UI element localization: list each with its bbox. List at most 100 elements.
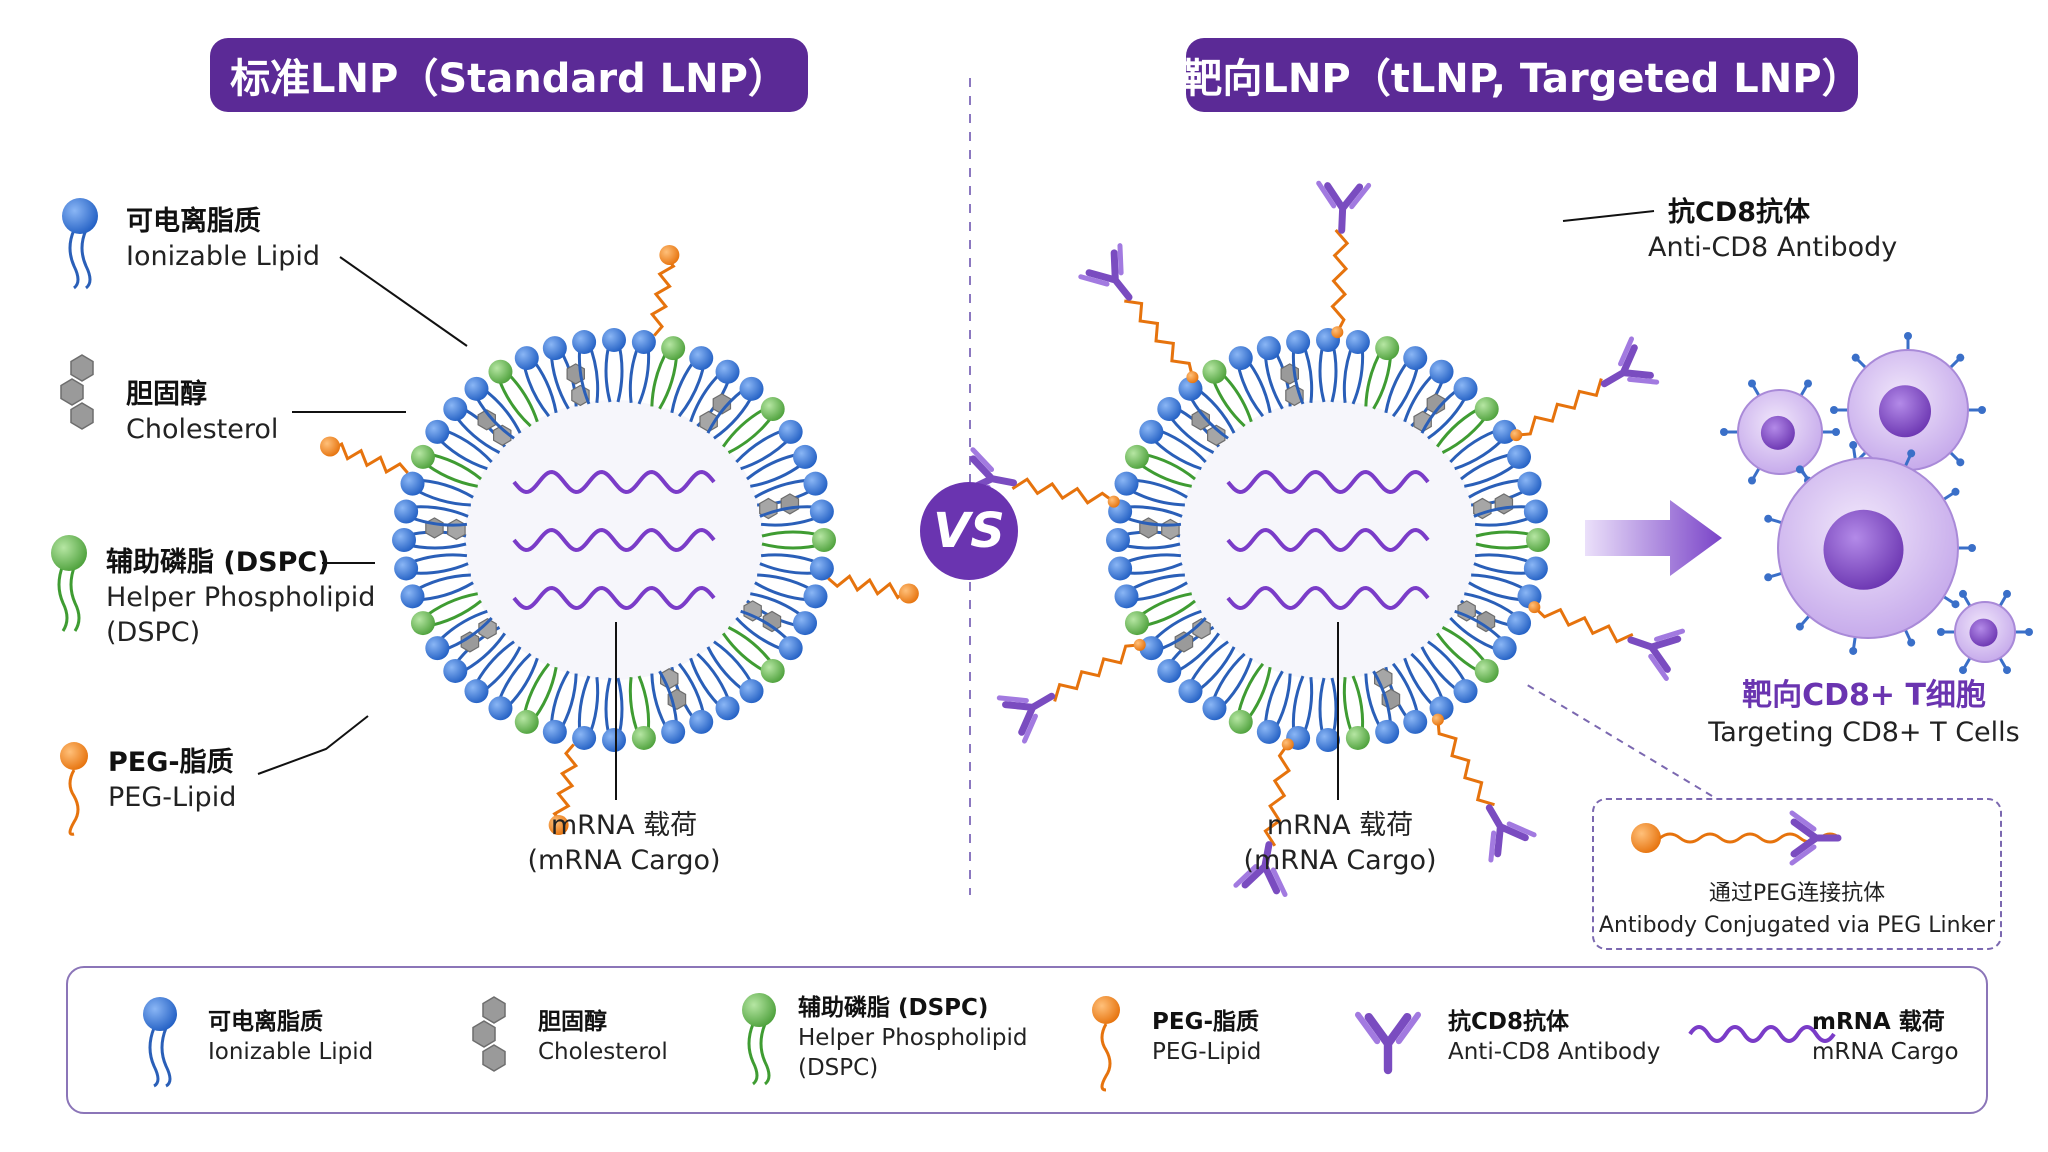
- helper-lipid-head: [1474, 397, 1499, 422]
- antibody: [1317, 183, 1369, 231]
- peg-lipid-icon: [1092, 996, 1120, 1092]
- cd8-receptor-tip: [1956, 458, 1965, 467]
- ionizable-lipid-head: [689, 709, 714, 734]
- ionizable-lipid-head: [1256, 336, 1281, 361]
- label-cholesterol: 胆固醇 Cholesterol: [126, 377, 278, 447]
- ionizable-lipid-head: [803, 584, 828, 609]
- peg-anchor: [1281, 738, 1294, 751]
- peg-chain: [552, 743, 579, 828]
- cholesterol-ring: [460, 631, 480, 653]
- mrna-strand: [1226, 586, 1430, 610]
- cholesterol-ring: [762, 610, 782, 633]
- ionizable-lipid-head: [1316, 728, 1340, 752]
- peg-chain: [1533, 606, 1634, 644]
- ionizable-lipid-head: [1345, 330, 1370, 355]
- legend-en-2: (DSPC): [798, 1054, 879, 1081]
- mrna-strand: [512, 528, 716, 552]
- ionizable-lipid-head: [689, 346, 714, 371]
- peg-lipid-head: [898, 583, 919, 604]
- helper-lipid-head: [812, 528, 836, 552]
- ionizable-lipid-head: [1403, 709, 1428, 734]
- cholesterol-ring: [743, 600, 762, 622]
- peg-lipid-head: [659, 244, 680, 265]
- cholesterol-ring: [1457, 600, 1476, 622]
- ionizable-lipid-head: [793, 444, 818, 469]
- t-cell: [1937, 589, 2033, 675]
- cd8-receptor-tip: [1951, 600, 1960, 609]
- t-cell: [1720, 379, 1840, 485]
- ionizable-lipid-head: [392, 528, 416, 552]
- cd8-receptor-tip: [1795, 465, 1804, 474]
- left-leader-lines: [257, 256, 617, 800]
- legend-en: mRNA Cargo: [1812, 1038, 1959, 1065]
- label-en: Cholesterol: [126, 414, 279, 446]
- cd8-receptor-tip: [1764, 514, 1773, 523]
- label-en: Targeting CD8+ T Cells: [1708, 717, 2020, 748]
- legend-item-helper-phospholipid: 辅助磷脂 (DSPC) Helper Phospholipid (DSPC): [798, 994, 1027, 1084]
- ionizable-lipid-head: [1403, 346, 1428, 371]
- legend-zh: 抗CD8抗体: [1448, 1009, 1569, 1035]
- cholesterol-ring: [447, 518, 466, 541]
- peg-lipid-icon-left: [60, 742, 88, 836]
- cholesterol-ring: [1191, 409, 1211, 431]
- label-zh: mRNA 载荷: [550, 810, 698, 841]
- legend-item-mrna: mRNA 载荷 mRNA Cargo: [1812, 1008, 1959, 1068]
- ionizable-lipid-head: [1523, 556, 1548, 581]
- cholesterol-icon-left: [60, 354, 94, 430]
- peg-anchor: [1510, 429, 1523, 442]
- ionizable-lipid-icon: [143, 997, 177, 1088]
- cd8-receptor-tip: [1978, 406, 1986, 414]
- ionizable-lipid-head: [1453, 679, 1478, 704]
- cell-nucleus: [1969, 618, 1998, 647]
- ionizable-lipid-head: [1139, 636, 1164, 661]
- ionizable-lipid-head: [464, 376, 489, 401]
- legend-en: Ionizable Lipid: [208, 1038, 374, 1065]
- ionizable-lipid-head: [715, 696, 740, 721]
- cholesterol-ring: [1494, 493, 1514, 515]
- t-cell: [1764, 441, 1976, 655]
- label-zh: 通过PEG连接抗体: [1708, 881, 1886, 906]
- label-en: PEG-Lipid: [108, 782, 237, 814]
- cd8-receptor-tip: [2003, 589, 2011, 598]
- label-zh: PEG-脂质: [108, 747, 234, 778]
- cholesterol-ring: [1174, 631, 1194, 653]
- ionizable-lipid-head: [809, 499, 834, 524]
- ionizable-lipid-head: [572, 725, 597, 750]
- ionizable-lipid-head: [400, 584, 425, 609]
- label-zh: 可电离脂质: [126, 206, 261, 237]
- ionizable-lipid-head: [1523, 499, 1548, 524]
- cd8-receptor-tip: [1832, 428, 1840, 436]
- cd8-receptor-tip: [1748, 476, 1756, 485]
- ionizable-lipid-head: [425, 636, 450, 661]
- label-mrna-cargo-left: mRNA 载荷 (mRNA Cargo): [514, 808, 734, 878]
- peg-lipid-head: [320, 436, 341, 457]
- legend-en: Anti-CD8 Antibody: [1448, 1038, 1661, 1065]
- cholesterol-ring: [1206, 424, 1226, 446]
- peg-anchor: [1186, 371, 1199, 384]
- ionizable-lipid-head: [1375, 719, 1400, 744]
- peg-chain: [1263, 743, 1291, 847]
- standard-lnp-particle: [320, 244, 919, 836]
- cd8-receptor-tip: [1959, 666, 1967, 675]
- legend-zh: 可电离脂质: [208, 1009, 323, 1035]
- label-zh: 胆固醇: [126, 379, 207, 410]
- legend-en: PEG-Lipid: [1152, 1038, 1262, 1065]
- ionizable-lipid-head: [661, 719, 686, 744]
- peg-anchor: [1431, 713, 1444, 726]
- antibody: [999, 675, 1064, 741]
- peg-anchor: [1107, 495, 1120, 508]
- peg-chain: [1516, 378, 1603, 437]
- ionizable-lipid-head: [542, 719, 567, 744]
- helper-lipid-head: [1124, 611, 1149, 636]
- helper-lipid-head: [1228, 709, 1253, 734]
- ionizable-lipid-head: [1507, 444, 1532, 469]
- ionizable-lipid-head: [715, 359, 740, 384]
- helper-lipid-head: [760, 397, 785, 422]
- legend-item-peg-lipid: PEG-脂质 PEG-Lipid: [1152, 1008, 1261, 1068]
- ionizable-lipid-head: [1178, 679, 1203, 704]
- ionizable-lipid-head: [1256, 719, 1281, 744]
- ionizable-lipid-head: [793, 611, 818, 636]
- cholesterol-ring: [425, 517, 444, 539]
- helper-lipid-head: [1375, 336, 1400, 361]
